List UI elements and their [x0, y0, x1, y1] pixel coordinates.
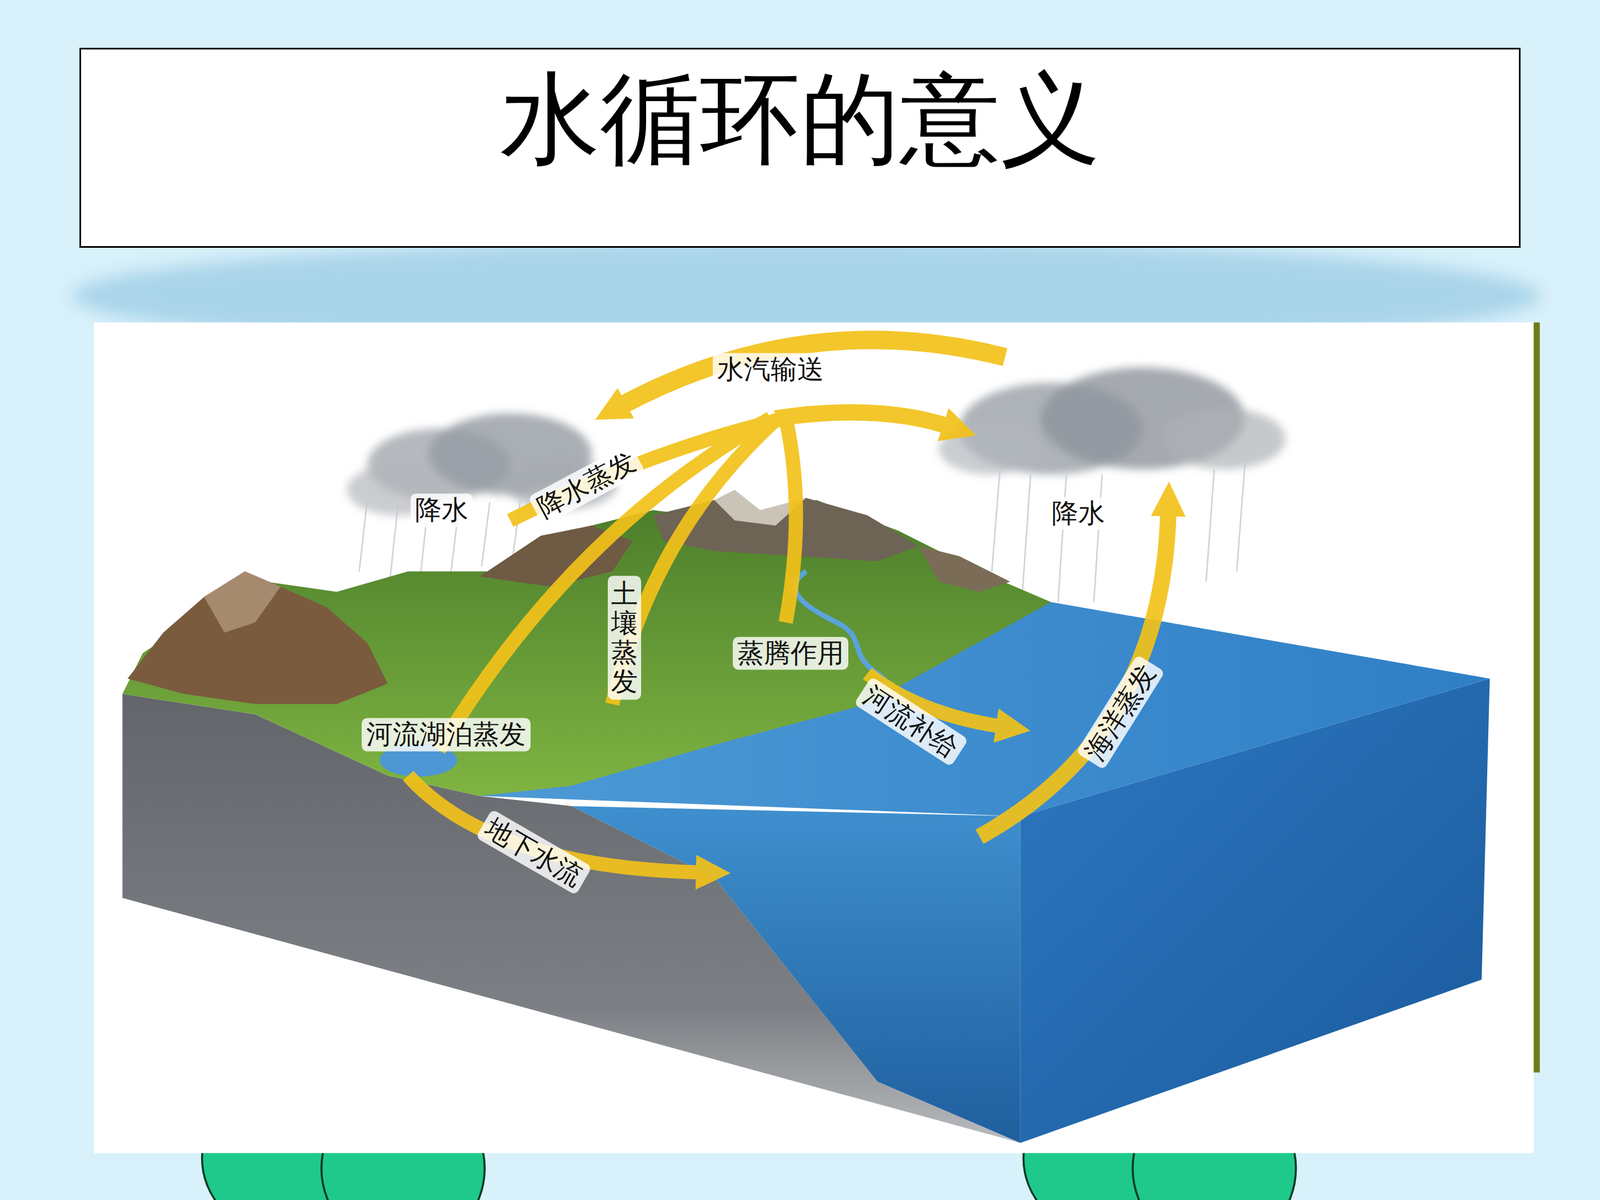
flow-arrows: [408, 340, 1169, 873]
picture-panel: [93, 322, 1534, 1153]
mountain: [203, 571, 281, 633]
vapor-to-sea-arrow: [775, 412, 949, 427]
mountain: [918, 546, 1010, 593]
vertical-process-label: 土壤蒸发: [607, 575, 642, 700]
process-label: 河流补给: [853, 676, 969, 767]
process-label: 水汽输送: [712, 352, 829, 386]
transpiration-arrow: [785, 418, 796, 623]
right-cloud: [938, 367, 1286, 475]
process-label: 蒸腾作用: [732, 636, 849, 670]
ocean-evap-arrow: [979, 510, 1169, 837]
sea-front-face: [571, 806, 1021, 1143]
process-label: 降水: [1047, 496, 1110, 530]
process-label: 降水: [410, 493, 473, 527]
process-label: 降水蒸发: [527, 442, 645, 527]
process-label: 海洋蒸发: [1076, 654, 1165, 770]
process-label: 河流湖泊蒸发: [361, 718, 531, 752]
mountain: [127, 571, 388, 705]
right-rain: [991, 464, 1245, 603]
title-box: 水循环的意义: [79, 47, 1521, 248]
vapor-transport-arrow: [620, 340, 1005, 407]
side-bar: [1533, 322, 1540, 1073]
title-text: 水循环的意义: [81, 58, 1519, 179]
process-label: 地下水流: [475, 808, 593, 895]
